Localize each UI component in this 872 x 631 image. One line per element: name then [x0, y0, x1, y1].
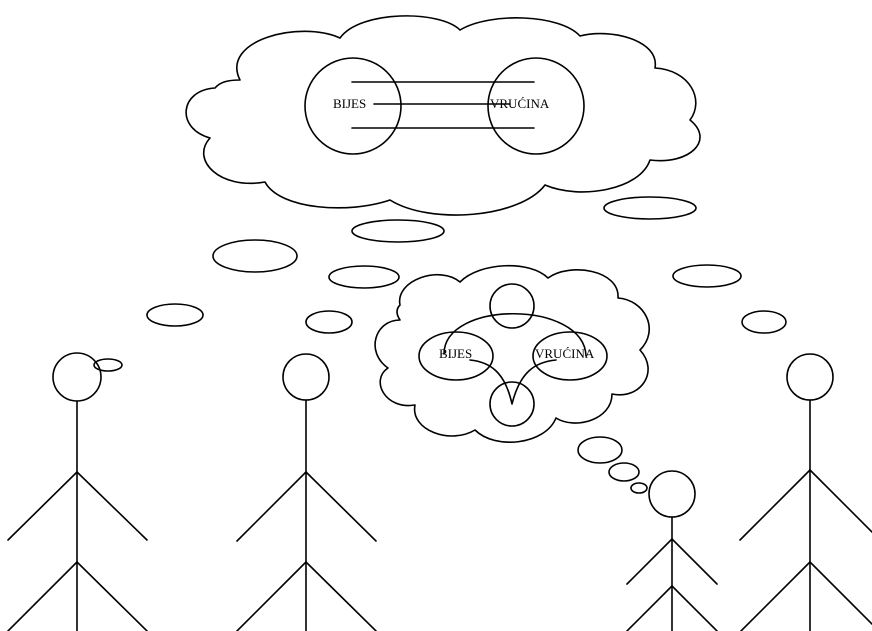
big-thought-cloud: BIJES VRUĆINA	[186, 16, 700, 215]
leg-line	[810, 562, 872, 624]
arm-line	[627, 539, 672, 584]
leg-line	[741, 562, 810, 631]
leg-line	[306, 562, 376, 631]
small-thought-cloud: BIJES VRUĆINA	[375, 266, 649, 443]
trail-bubble	[147, 304, 203, 326]
big-thought-right-label: VRUĆINA	[490, 96, 550, 111]
arm-line	[672, 539, 717, 584]
arm-line	[810, 470, 872, 532]
leg-line	[237, 562, 306, 631]
head-circle	[283, 354, 329, 400]
trail-bubble	[306, 311, 352, 333]
arm-line	[8, 472, 77, 540]
trail-bubble	[631, 483, 647, 493]
leg-line	[627, 586, 672, 631]
head-circle	[649, 471, 695, 517]
trail-bubble	[578, 437, 622, 463]
stick-figure	[8, 353, 147, 631]
arm-line	[306, 472, 376, 541]
stick-figure-small	[627, 471, 717, 631]
arm-line	[740, 470, 810, 540]
trail-bubble	[329, 266, 399, 288]
trail-bubble	[673, 265, 741, 287]
trail-bubble	[742, 311, 786, 333]
arm-line	[237, 472, 306, 541]
leg-line	[8, 562, 77, 631]
small-thought-right-label: VRUĆINA	[535, 346, 595, 361]
small-cloud-outline	[375, 266, 649, 443]
trail-bubble	[609, 463, 639, 481]
stick-figure	[237, 354, 376, 631]
arm-line	[77, 472, 147, 540]
head-circle	[787, 354, 833, 400]
small-thought-left-label: BIJES	[439, 346, 472, 361]
big-thought-left-label: BIJES	[333, 96, 366, 111]
trail-bubble	[213, 240, 297, 272]
trail-bubble	[604, 197, 696, 219]
big-cloud-outline	[186, 16, 700, 215]
trail-bubble	[352, 220, 444, 242]
leg-line	[672, 586, 717, 631]
head-circle	[53, 353, 101, 401]
stick-figure	[740, 354, 872, 631]
leg-line	[77, 562, 147, 631]
